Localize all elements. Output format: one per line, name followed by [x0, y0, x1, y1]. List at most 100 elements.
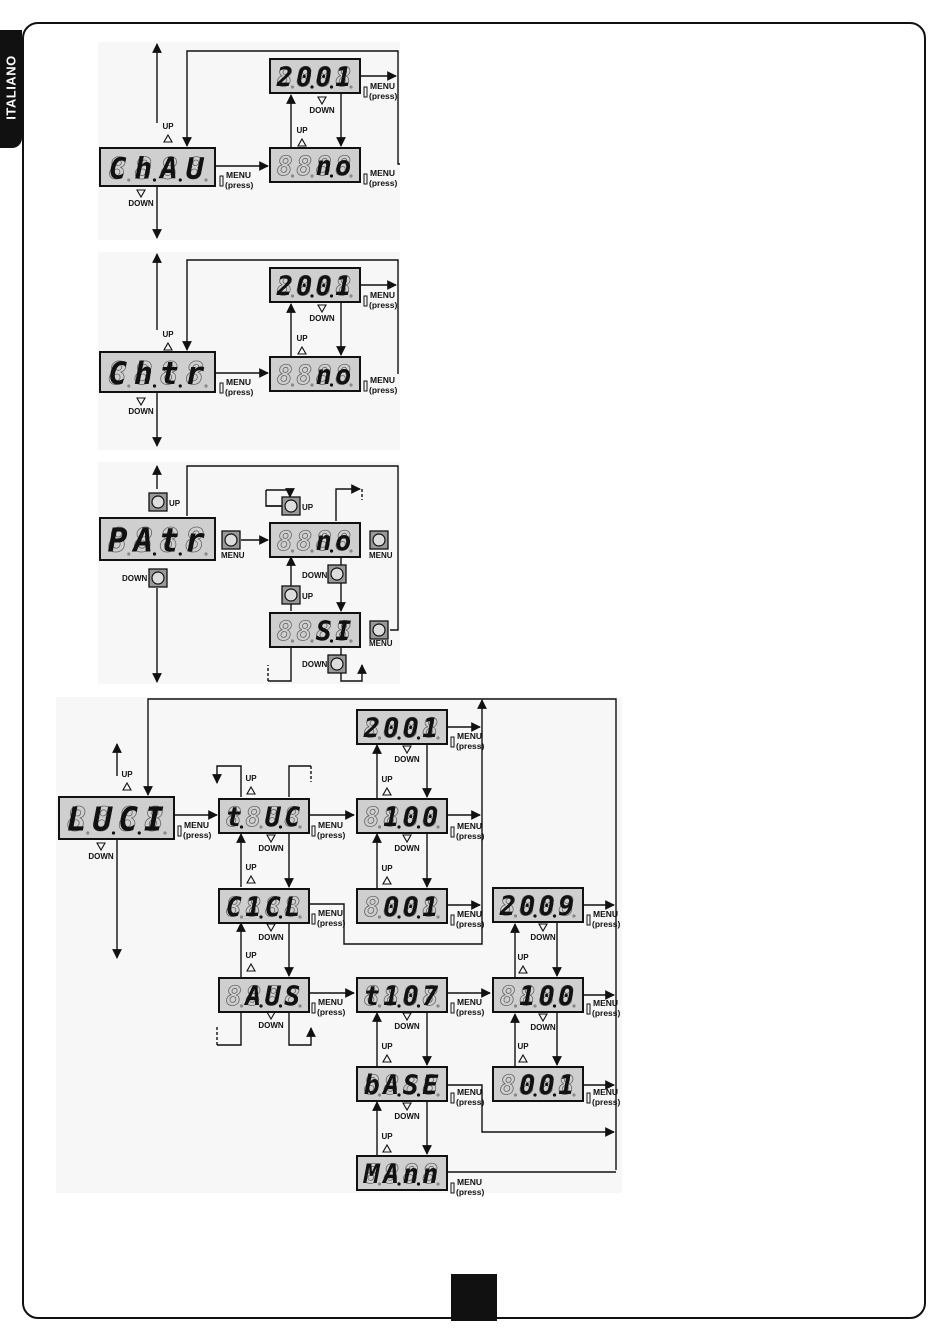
lcd-digit-ghost: 8 — [185, 356, 204, 392]
menu-label: MENU — [457, 821, 482, 831]
menu-key-icon — [311, 1002, 316, 1014]
press-label: (press) — [456, 831, 485, 841]
lcd-dot — [436, 736, 440, 740]
lcd-digit: 0 — [403, 802, 419, 833]
menu-key-icon — [363, 86, 368, 98]
up-label: UP — [245, 863, 257, 872]
menu-key-icon — [450, 1002, 455, 1014]
lcd-digit-ghost: 8 — [265, 802, 281, 833]
up-triangle-icon — [518, 1053, 528, 1063]
press-label: (press) — [225, 387, 254, 397]
lcd-dot — [290, 639, 295, 643]
lcd-digit: 0 — [403, 892, 419, 923]
lcd-dot — [152, 552, 157, 556]
down-label: DOWN — [88, 852, 114, 861]
lcd-dot — [278, 1004, 283, 1008]
lcd-digit-ghost: 8 — [364, 892, 380, 923]
lcd-dot — [298, 915, 302, 919]
lcd-digit-ghost: 8 — [519, 891, 535, 922]
up-triangle-icon — [246, 785, 256, 795]
flow-arrow — [182, 50, 400, 165]
lcd-dot — [513, 914, 518, 918]
lcd-digit: n — [316, 360, 332, 391]
menu-label: MENU — [221, 551, 245, 560]
lcd-digit: 2 — [276, 271, 293, 302]
down-triangle-icon — [317, 96, 327, 106]
lcd-digit: C — [265, 892, 281, 923]
lcd-dot — [290, 174, 295, 178]
lcd-digit: o — [335, 151, 351, 182]
lcd-digit-ghost: 8 — [159, 522, 179, 560]
lcd-digit-ghost: 8 — [245, 981, 261, 1012]
menu-key-icon — [363, 295, 368, 307]
lcd-digit-ghost: 8 — [67, 801, 87, 839]
lcd-digit-ghost: 8 — [500, 891, 516, 922]
up-label: UP — [517, 1042, 529, 1051]
lcd-digit: S — [316, 616, 332, 647]
lcd-digit-ghost: 8 — [144, 801, 164, 839]
lcd-dot — [86, 831, 90, 835]
lcd-dot — [329, 549, 334, 553]
lcd-digit-ghost: 8 — [558, 981, 574, 1012]
lcd-dot — [436, 1004, 440, 1008]
lcd-digit-ghost: 8 — [364, 1159, 380, 1190]
press-label: (press) — [592, 919, 621, 929]
press-label: (press) — [369, 385, 398, 395]
menu-label: MENU — [457, 1177, 482, 1187]
lcd-digit-ghost: 8 — [277, 271, 293, 302]
lcd-digit-ghost: 8 — [500, 1070, 516, 1101]
lcd-digit: 0 — [558, 981, 574, 1012]
lcd-digit: 0 — [539, 981, 555, 1012]
lcd-dot — [163, 831, 167, 835]
lcd-digit-ghost: 8 — [277, 616, 293, 647]
down-label: DOWN — [258, 933, 284, 942]
lcd-digit: o — [335, 526, 351, 557]
lcd-digit-ghost: 8 — [519, 981, 535, 1012]
lcd-digit-ghost: 8 — [364, 713, 380, 744]
lcd-dot — [298, 1004, 302, 1008]
lcd-digit-ghost: 8 — [185, 522, 205, 560]
lcd-digit: C — [226, 892, 242, 923]
down-triangle-icon — [538, 1013, 548, 1023]
lcd-dot — [290, 85, 295, 89]
lcd-dot — [397, 915, 401, 919]
lcd-dot — [239, 825, 244, 829]
lcd-digit-ghost: 8 — [277, 62, 293, 93]
press-label: (press) — [369, 91, 398, 101]
lcd-dot — [259, 825, 263, 829]
lcd-dot — [349, 85, 353, 89]
lcd-digit: n — [403, 1159, 419, 1190]
lcd-dot — [127, 384, 131, 388]
lcd-digit-ghost: 8 — [277, 526, 293, 557]
lcd-dot — [152, 178, 157, 182]
lcd-digit: 0 — [539, 1070, 555, 1101]
up-triangle-icon — [382, 875, 392, 885]
lcd-dot — [329, 85, 334, 89]
lcd-digit-ghost: 8 — [403, 713, 419, 744]
lcd-digit-ghost: 8 — [558, 891, 574, 922]
lcd-digit: 0 — [422, 802, 438, 833]
lcd-digit-ghost: 8 — [539, 981, 555, 1012]
lcd-digit: E — [422, 1070, 439, 1101]
menu-label: MENU — [593, 1087, 618, 1097]
lcd-digit-ghost: 8 — [422, 981, 438, 1012]
lcd-digit-ghost: 8 — [316, 62, 332, 93]
lcd-digit-ghost: 8 — [335, 360, 351, 391]
lcd-dot — [329, 174, 334, 178]
lcd-digit-ghost: 8 — [519, 1070, 535, 1101]
menu-label: MENU — [457, 731, 482, 741]
lcd-dot — [533, 1093, 537, 1097]
lcd-digit-ghost: 8 — [284, 892, 300, 923]
lcd-dot — [513, 1093, 518, 1097]
lcd-digit: b — [364, 1070, 380, 1101]
lcd-digit-ghost: 8 — [245, 892, 261, 923]
lcd-dot — [127, 178, 131, 182]
